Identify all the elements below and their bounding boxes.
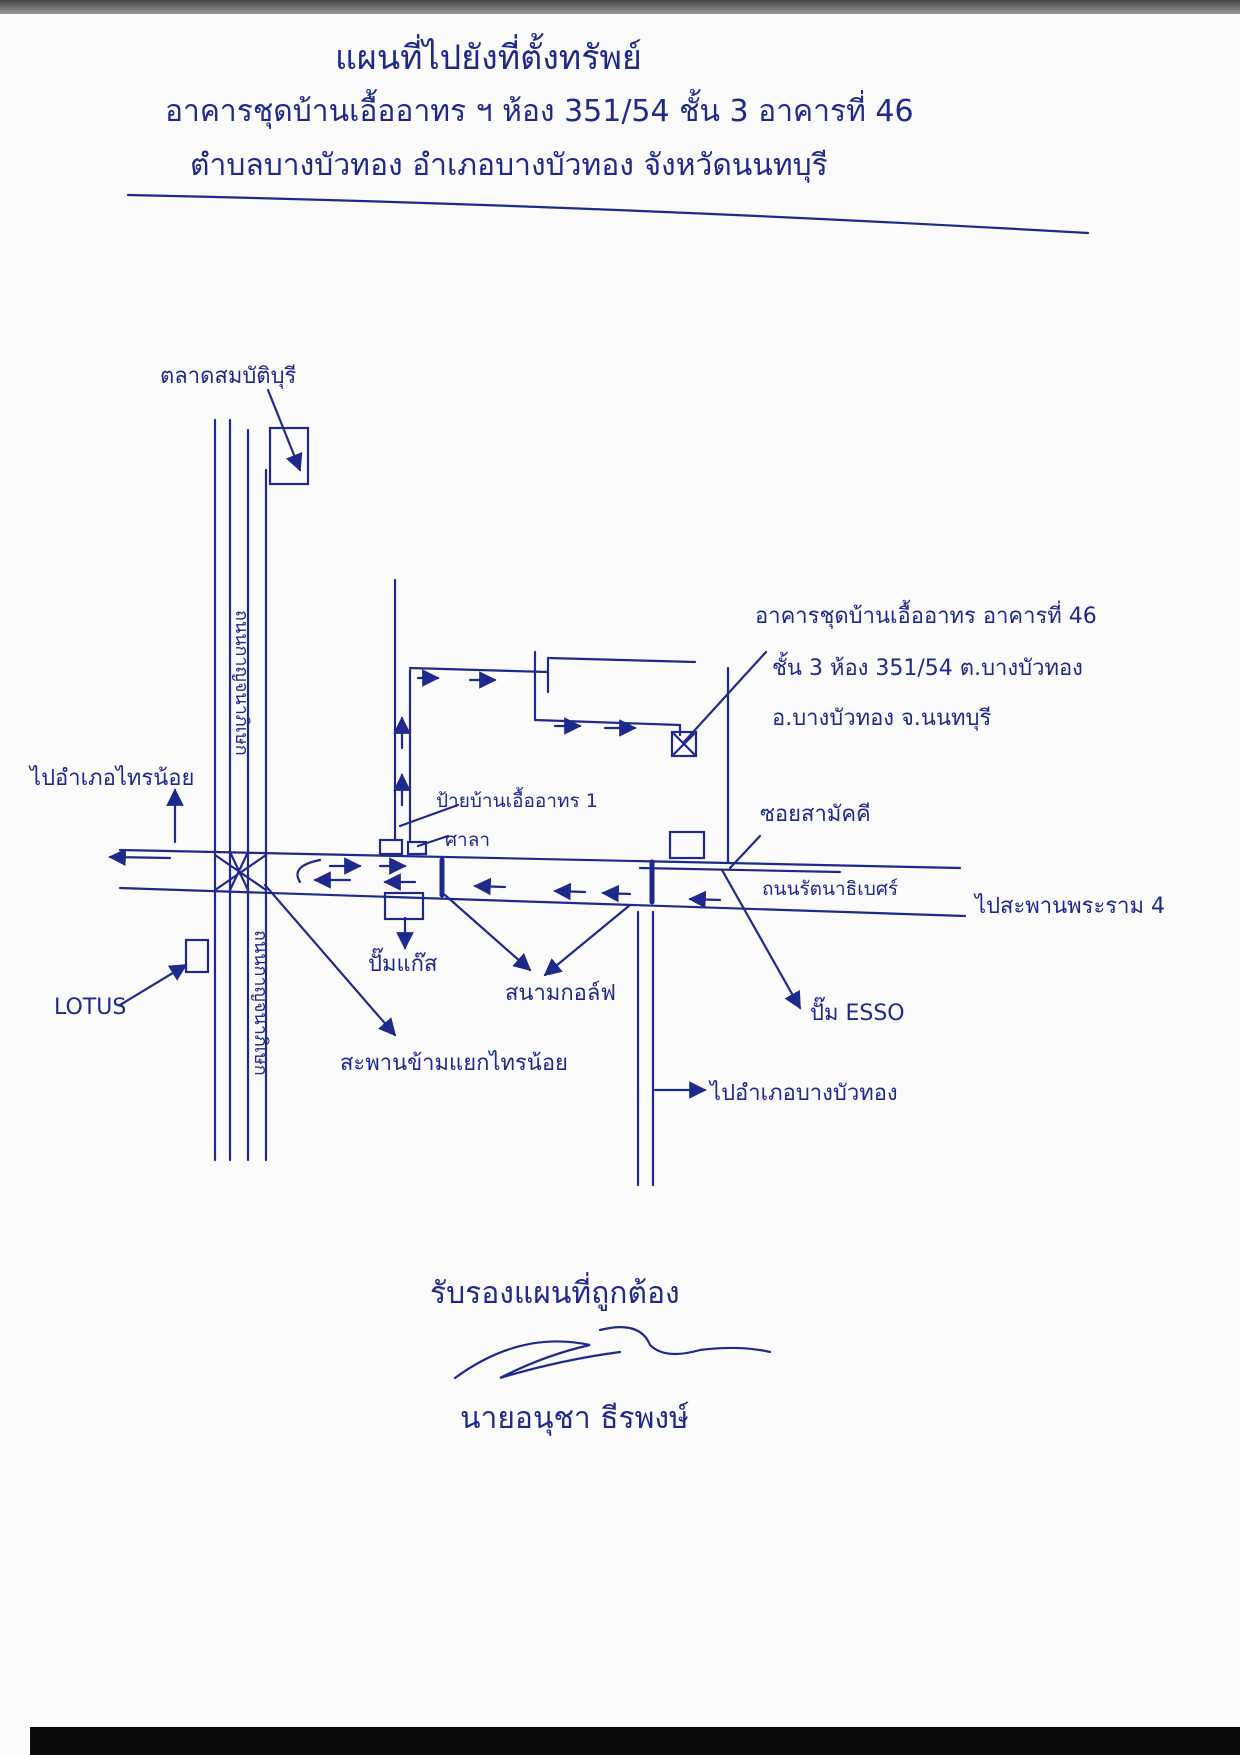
sala-label: ศาลา xyxy=(445,829,491,851)
scan-bottom-edge xyxy=(30,1727,1240,1755)
lotus-box xyxy=(184,938,210,974)
horizontal-road-lane xyxy=(638,866,842,874)
soi-label: ซอยสามัคคี xyxy=(760,802,871,827)
horizontal-road-edge-bottom xyxy=(118,886,967,918)
sala-box xyxy=(406,840,428,856)
esso-box xyxy=(668,830,706,860)
certifier-name: นายอนุชา ธีรพงษ์ xyxy=(460,1401,689,1436)
map-title: แผนที่ไปยังที่ตั้งทรัพย์ xyxy=(335,38,642,78)
horizontal-road-label: ถนนรัตนาธิเบศร์ xyxy=(762,878,899,900)
lotus-label: LOTUS xyxy=(54,995,127,1020)
scan-top-edge xyxy=(0,0,1240,14)
header-underline xyxy=(126,193,1090,235)
golf-label: สนามกอล์ฟ xyxy=(505,981,616,1006)
horizontal-road-edge-top xyxy=(118,848,962,870)
market-label: ตลาดสมบัติบุรี xyxy=(160,364,297,389)
sai-noi-intersection-label: สะพานข้ามแยกไทรน้อย xyxy=(340,1051,568,1076)
market-box xyxy=(268,426,310,486)
signature-scribble xyxy=(453,1326,772,1380)
to-rama4-label: ไปสะพานพระราม 4 xyxy=(975,894,1165,919)
to-bang-bua-thong-label: ไปอำเภอบางบัวทอง xyxy=(710,1081,898,1106)
building-label-line-1: อาคารชุดบ้านเอื้ออาทร อาคารที่ 46 xyxy=(755,604,1097,629)
address-line-1: อาคารชุดบ้านเอื้ออาทร ฯ ห้อง 351/54 ชั้น… xyxy=(165,94,914,129)
building-46-box xyxy=(670,730,698,758)
village-sign-label: ป้ายบ้านเอื้ออาทร 1 xyxy=(436,790,598,812)
building-label-line-3: อ.บางบัวทอง จ.นนทบุรี xyxy=(772,706,992,731)
gas-station-label: ปั๊มแก๊ส xyxy=(368,952,438,977)
building-label-line-2: ชั้น 3 ห้อง 351/54 ต.บางบัวทอง xyxy=(772,656,1083,681)
esso-label: ปั๊ม ESSO xyxy=(810,1001,905,1026)
certification-text: รับรองแผนที่ถูกต้อง xyxy=(430,1276,680,1311)
sign-box xyxy=(378,838,404,856)
address-line-2: ตำบลบางบัวทอง อำเภอบางบัวทอง จังหวัดนนทบ… xyxy=(190,148,828,183)
vertical-road-label-bottom: ถนนกาญจนาภิเษก xyxy=(250,930,271,1076)
vertical-road-label-top: ถนนกาญจนาภิเษก xyxy=(231,610,252,756)
to-sai-noi-label: ไปอำเภอไทรน้อย xyxy=(30,766,195,791)
